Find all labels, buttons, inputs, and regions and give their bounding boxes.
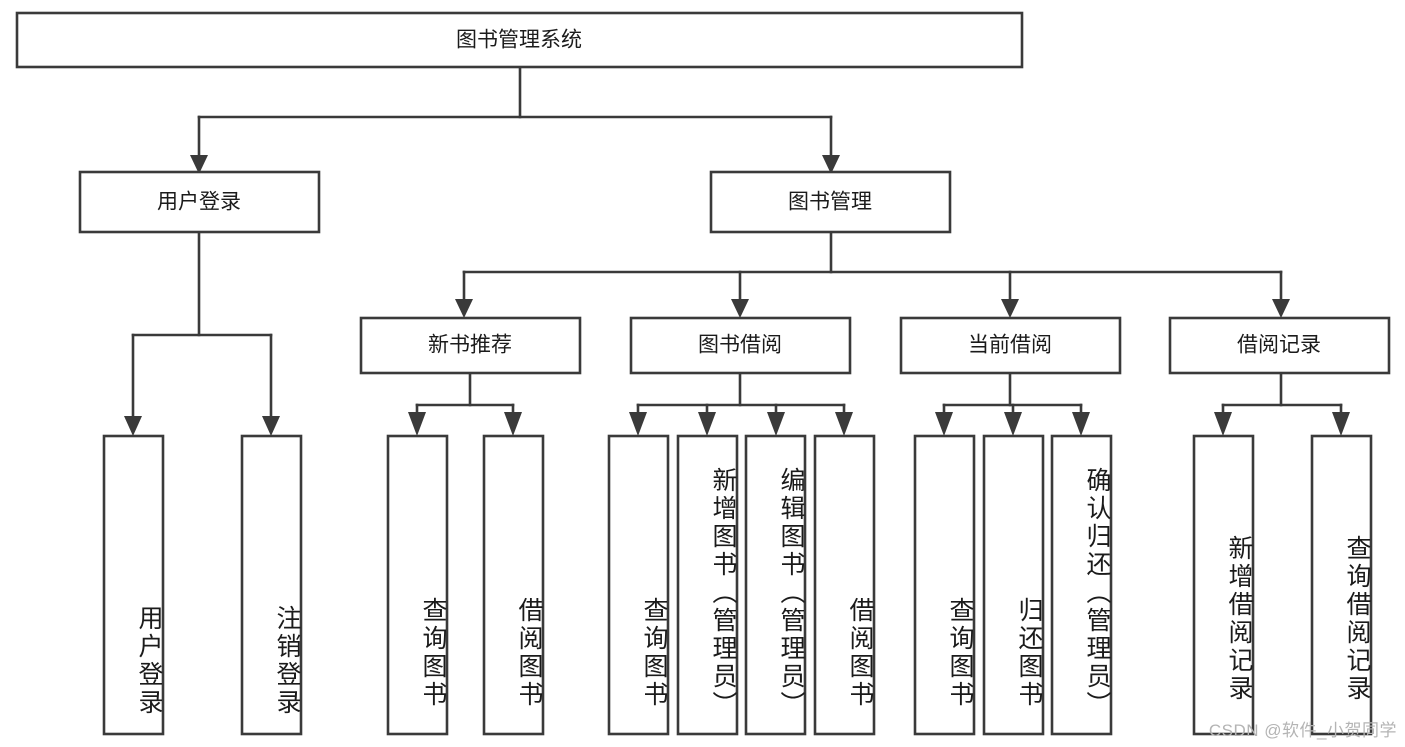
leaf-box-add-book-admin[interactable] [676,434,739,736]
arrow-head-icon [504,412,522,436]
node-current-borrow-label: 当前借阅 [968,334,1052,357]
node-book-management-label: 图书管理 [788,191,872,214]
arrow-head-icon [835,412,853,436]
node-user-login[interactable]: 用户登录 [78,170,321,234]
connector-group-current [935,371,1090,436]
arrow-head-icon [731,299,749,318]
leaf-box-query-book-borrow[interactable] [607,434,670,736]
arrow-head-icon [124,416,142,436]
leaf-box-edit-book-admin[interactable] [744,434,807,736]
leaf-box-user-login[interactable] [102,434,165,736]
arrow-head-icon [190,155,208,174]
leaf-box-query-borrow-record[interactable] [1310,434,1373,736]
arrow-head-icon [1332,412,1350,436]
node-new-book-recommend-label: 新书推荐 [428,334,512,357]
leaf-box-confirm-return-admin[interactable] [1050,434,1113,736]
arrow-head-icon [455,299,473,318]
node-new-book-recommend[interactable]: 新书推荐 [359,316,582,375]
connector-group-book-mgmt [455,230,1290,318]
connector-group-newbook [408,371,522,436]
node-book-borrow-box[interactable] [629,316,852,375]
arrow-head-icon [1001,299,1019,318]
arrow-head-icon [1272,299,1290,318]
leaf-box-logout[interactable] [240,434,303,736]
node-root-box[interactable] [15,11,1024,69]
leaf-box-query-book-current[interactable] [913,434,976,736]
leaf-box-return-book[interactable] [982,434,1045,736]
node-book-borrow[interactable]: 图书借阅 [629,316,852,375]
node-book-borrow-label: 图书借阅 [698,334,782,357]
arrow-head-icon [767,412,785,436]
node-root[interactable]: 图书管理系统 [15,11,1024,69]
leaf-box-borrow-book[interactable] [813,434,876,736]
node-current-borrow[interactable]: 当前借阅 [899,316,1122,375]
connector-group-root [190,65,840,174]
leaf-box-add-borrow-record[interactable] [1192,434,1255,736]
node-user-login-box[interactable] [78,170,321,234]
csdn-watermark: CSDN @软件_小贺同学 [1208,721,1397,740]
node-root-label: 图书管理系统 [456,29,582,52]
arrow-head-icon [698,412,716,436]
arrow-head-icon [822,155,840,174]
leaf-box-borrow-book-newbook[interactable] [482,434,545,736]
arrow-head-icon [262,416,280,436]
node-book-management[interactable]: 图书管理 [709,170,952,234]
node-borrow-records[interactable]: 借阅记录 [1168,316,1391,375]
node-book-management-box[interactable] [709,170,952,234]
arrow-head-icon [935,412,953,436]
node-user-login-label: 用户登录 [157,191,241,214]
node-borrow-records-box[interactable] [1168,316,1391,375]
connector-group-user-login [124,230,280,436]
leaf-box-query-book-newbook[interactable] [386,434,449,736]
connector-group-borrow [629,371,853,436]
arrow-head-icon [629,412,647,436]
arrow-head-icon [1072,412,1090,436]
connector-group-records [1214,371,1350,436]
node-new-book-recommend-box[interactable] [359,316,582,375]
leaf-boxes-group [102,434,1373,736]
node-borrow-records-label: 借阅记录 [1237,334,1321,357]
node-current-borrow-box[interactable] [899,316,1122,375]
arrow-head-icon [1214,412,1232,436]
arrow-head-icon [1004,412,1022,436]
arrow-head-icon [408,412,426,436]
